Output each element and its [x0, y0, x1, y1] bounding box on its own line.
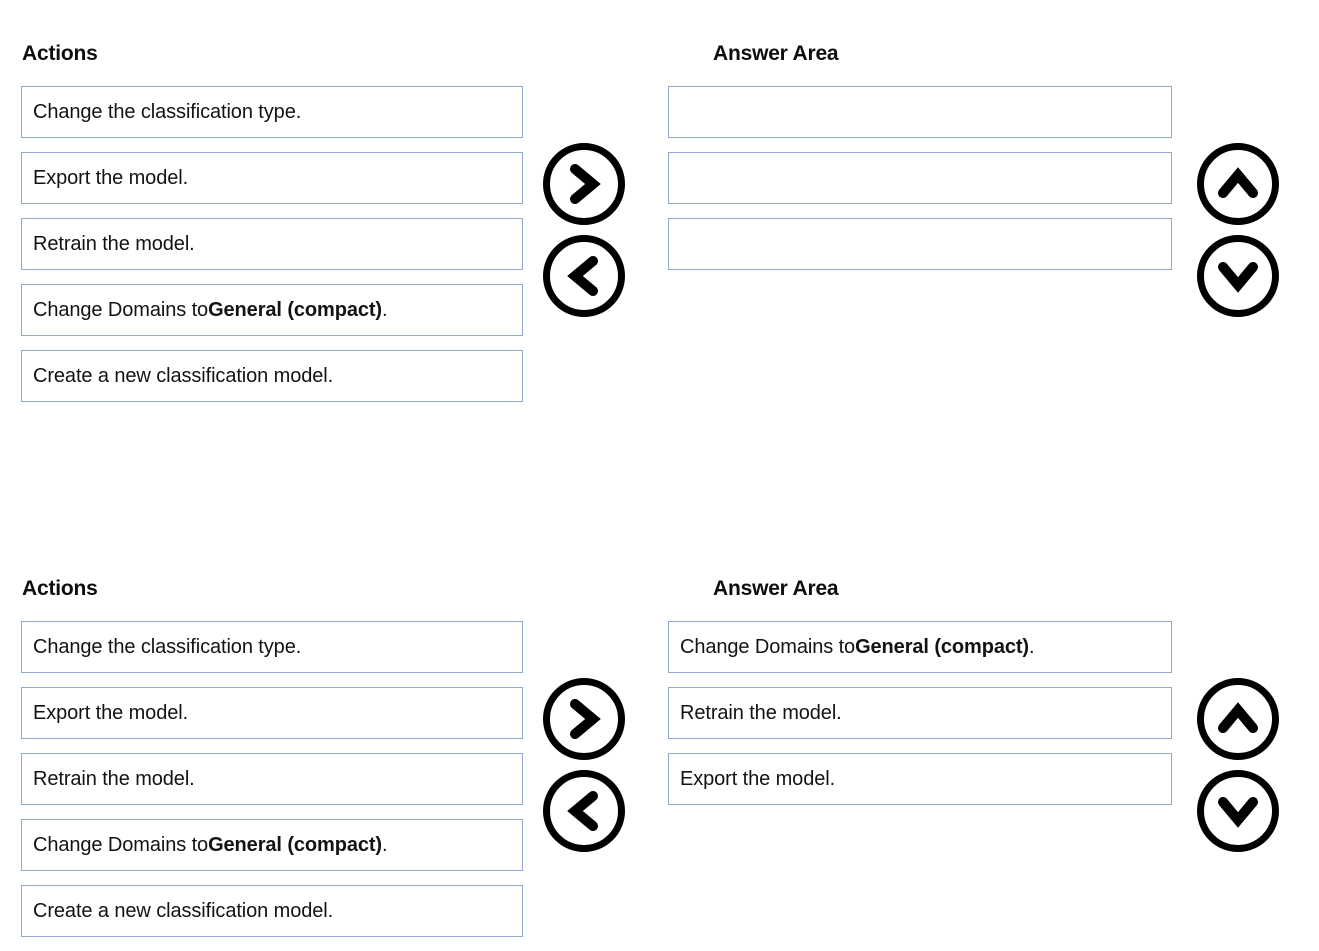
chevron-right-icon: [567, 163, 601, 205]
move-right-button[interactable]: [543, 678, 625, 760]
chevron-left-icon: [567, 255, 601, 297]
chevron-down-icon: [1217, 259, 1259, 293]
answer-slot[interactable]: [668, 152, 1172, 204]
answer-area-heading: Answer Area: [713, 42, 839, 65]
answer-slot[interactable]: [668, 218, 1172, 270]
action-item[interactable]: Retrain the model.: [21, 753, 523, 805]
chevron-up-icon: [1217, 167, 1259, 201]
action-item[interactable]: Change Domains to General (compact).: [21, 284, 523, 336]
action-item-prefix: Change Domains to: [33, 298, 209, 321]
answer-slot-prefix: Change Domains to: [680, 635, 856, 658]
action-item-suffix: .: [381, 833, 388, 856]
move-down-button[interactable]: [1197, 235, 1279, 317]
answer-area-heading: Answer Area: [713, 577, 839, 600]
chevron-left-icon: [567, 790, 601, 832]
action-item[interactable]: Create a new classification model.: [21, 350, 523, 402]
action-item-suffix: .: [381, 298, 388, 321]
action-item[interactable]: Export the model.: [21, 687, 523, 739]
answer-section-filled: Actions Answer Area Change the classific…: [0, 535, 1319, 950]
move-down-button[interactable]: [1197, 770, 1279, 852]
action-item-bold: General (compact): [208, 298, 382, 321]
action-item[interactable]: Retrain the model.: [21, 218, 523, 270]
question-section-blank: Actions Answer Area Change the classific…: [21, 42, 1279, 416]
move-up-button[interactable]: [1197, 678, 1279, 760]
actions-heading: Actions: [22, 42, 98, 65]
answer-list: Change Domains to General (compact). Ret…: [668, 621, 1172, 819]
answer-slot[interactable]: Retrain the model.: [668, 687, 1172, 739]
action-item[interactable]: Create a new classification model.: [21, 885, 523, 937]
chevron-right-icon: [567, 698, 601, 740]
actions-list: Change the classification type. Export t…: [21, 621, 523, 951]
action-item[interactable]: Change Domains to General (compact).: [21, 819, 523, 871]
answer-slot[interactable]: [668, 86, 1172, 138]
answer-slot-bold: General (compact): [855, 635, 1029, 658]
move-right-button[interactable]: [543, 143, 625, 225]
move-left-button[interactable]: [543, 770, 625, 852]
action-item-bold: General (compact): [208, 833, 382, 856]
move-up-button[interactable]: [1197, 143, 1279, 225]
chevron-up-icon: [1217, 702, 1259, 736]
action-item[interactable]: Change the classification type.: [21, 86, 523, 138]
action-item[interactable]: Change the classification type.: [21, 621, 523, 673]
move-left-button[interactable]: [543, 235, 625, 317]
actions-heading: Actions: [22, 577, 98, 600]
answer-slot[interactable]: Export the model.: [668, 753, 1172, 805]
answer-list: [668, 86, 1172, 284]
action-item-prefix: Change Domains to: [33, 833, 209, 856]
answer-slot[interactable]: Change Domains to General (compact).: [668, 621, 1172, 673]
actions-list: Change the classification type. Export t…: [21, 86, 523, 416]
chevron-down-icon: [1217, 794, 1259, 828]
action-item[interactable]: Export the model.: [21, 152, 523, 204]
answer-slot-suffix: .: [1028, 635, 1035, 658]
